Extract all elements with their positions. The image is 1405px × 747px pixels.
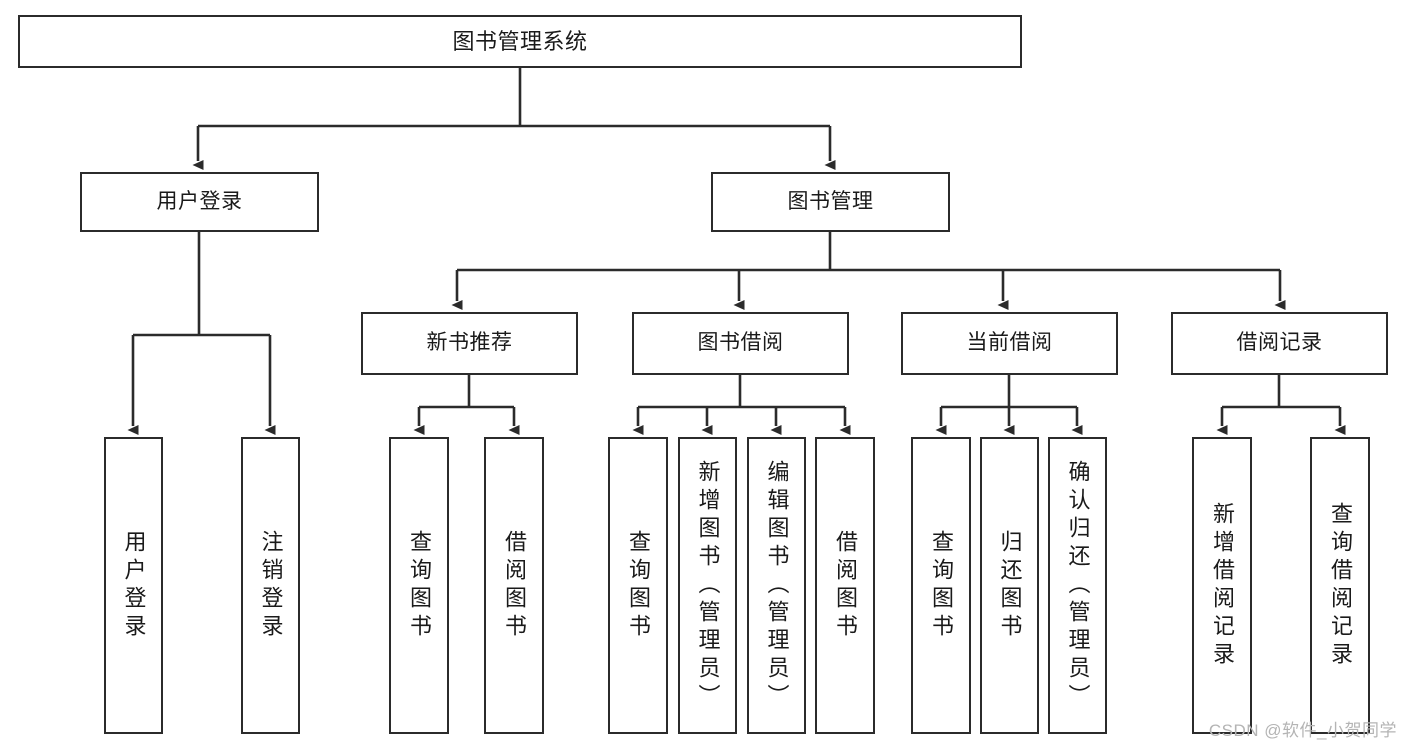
node-label: 查询借阅记录 bbox=[1328, 501, 1353, 670]
leaf-borrow-add-book-admin[interactable]: 新增图书（管理员） bbox=[678, 437, 737, 734]
node-current-borrow[interactable]: 当前借阅 bbox=[901, 312, 1118, 375]
leaf-borrow-edit-book-admin[interactable]: 编辑图书（管理员） bbox=[747, 437, 806, 734]
node-label: 注销登录 bbox=[258, 529, 284, 642]
node-label: 当前借阅 bbox=[966, 331, 1053, 355]
node-user-login[interactable]: 用户登录 bbox=[80, 172, 319, 232]
leaf-current-return-book[interactable]: 归还图书 bbox=[980, 437, 1039, 734]
node-label: 借阅图书 bbox=[502, 529, 527, 642]
node-label: 新书推荐 bbox=[426, 331, 513, 355]
leaf-new-book-query-book[interactable]: 查询图书 bbox=[389, 437, 449, 734]
node-label: 确认归还（管理员） bbox=[1065, 459, 1091, 712]
leaf-new-book-borrow-book[interactable]: 借阅图书 bbox=[484, 437, 544, 734]
node-borrow-record[interactable]: 借阅记录 bbox=[1171, 312, 1388, 375]
node-label: 图书管理 bbox=[787, 189, 874, 213]
leaf-user-login-logout[interactable]: 注销登录 bbox=[241, 437, 300, 734]
node-label: 用户登录 bbox=[156, 189, 243, 213]
leaf-borrow-borrow-book[interactable]: 借阅图书 bbox=[815, 437, 875, 734]
leaf-borrow-query-book[interactable]: 查询图书 bbox=[608, 437, 668, 734]
node-label: 编辑图书（管理员） bbox=[764, 459, 790, 712]
leaf-user-login-login[interactable]: 用户登录 bbox=[104, 437, 163, 734]
node-book-management[interactable]: 图书管理 bbox=[711, 172, 950, 232]
node-label: 借阅图书 bbox=[833, 529, 858, 642]
node-label: 新增图书（管理员） bbox=[695, 459, 721, 712]
node-new-book-recommend[interactable]: 新书推荐 bbox=[361, 312, 578, 375]
node-label: 查询图书 bbox=[929, 529, 954, 642]
node-label: 新增借阅记录 bbox=[1210, 501, 1235, 670]
node-label: 查询图书 bbox=[407, 529, 432, 642]
node-label: 借阅记录 bbox=[1236, 331, 1323, 355]
leaf-record-add-record[interactable]: 新增借阅记录 bbox=[1192, 437, 1252, 734]
node-root-book-management-system[interactable]: 图书管理系统 bbox=[18, 15, 1022, 68]
node-label: 归还图书 bbox=[997, 529, 1023, 642]
node-label: 用户登录 bbox=[121, 529, 147, 642]
node-book-borrow[interactable]: 图书借阅 bbox=[632, 312, 849, 375]
node-label: 图书借阅 bbox=[697, 331, 784, 355]
leaf-current-confirm-return-admin[interactable]: 确认归还（管理员） bbox=[1048, 437, 1107, 734]
node-label: 图书管理系统 bbox=[452, 28, 588, 54]
leaf-current-query-book[interactable]: 查询图书 bbox=[911, 437, 971, 734]
leaf-record-query-record[interactable]: 查询借阅记录 bbox=[1310, 437, 1370, 734]
node-label: 查询图书 bbox=[626, 529, 651, 642]
